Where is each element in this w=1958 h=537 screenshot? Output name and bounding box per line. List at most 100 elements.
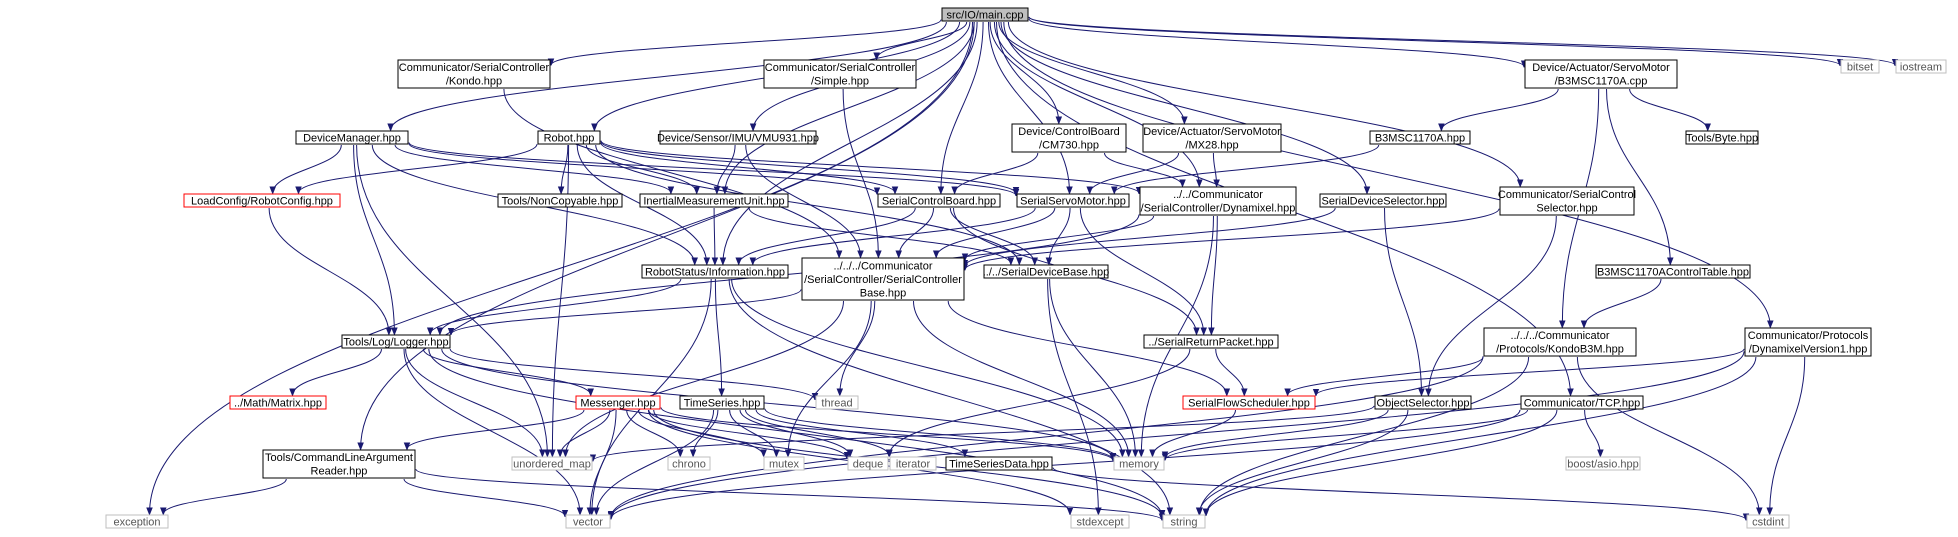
edge-cmdline-to-exception <box>163 478 287 514</box>
dependency-edge <box>965 207 1336 266</box>
node-sdselector[interactable]: SerialDeviceSelector.hpp <box>1319 193 1447 208</box>
node-box-messenger <box>575 395 661 410</box>
node-label-cm730-0: Device/ControlBoard <box>1018 126 1120 138</box>
node-label-bitset-0: bitset <box>1847 61 1873 73</box>
dependency-edge <box>941 21 984 193</box>
edge-timeseries-to-memory <box>764 408 1113 460</box>
node-label-sdbase-0: ../../SerialDeviceBase.hpp <box>983 266 1110 278</box>
edge-b3mhpp-to-servo <box>1114 144 1380 193</box>
dependency-edge <box>299 143 538 193</box>
dependency-edge <box>1584 278 1662 327</box>
dependency-edge <box>739 409 850 456</box>
node-kondob3m[interactable]: ../../../Communicator/Protocols/KondoB3M… <box>1483 327 1637 357</box>
edge-timeseries-to-chrono <box>693 409 719 456</box>
dependency-edge <box>745 409 890 456</box>
node-b3mhpp[interactable]: B3MSC1170A.hpp <box>1369 130 1471 145</box>
node-box-asio <box>1565 456 1641 471</box>
node-scboard[interactable]: SerialControlBoard.hpp <box>877 193 1001 208</box>
node-label-devmgr-0: DeviceManager.hpp <box>303 132 401 144</box>
edge-dxlv1-to-cstdint <box>1770 356 1806 514</box>
edge-main-to-dynamixel <box>993 21 1199 186</box>
node-dynamixel[interactable]: ../../Communicator/SerialController/Dyna… <box>1139 186 1297 216</box>
node-robotcfg[interactable]: LoadConfig/RobotConfig.hpp <box>183 193 341 208</box>
node-devmgr[interactable]: DeviceManager.hpp <box>295 130 409 145</box>
node-box-simple <box>763 59 917 89</box>
node-label-imu-0: Device/Sensor/IMU/VMU931.hpp <box>657 132 819 144</box>
node-imuunit[interactable]: InertialMeasurementUnit.hpp <box>639 193 789 208</box>
node-box-dxlv1 <box>1744 327 1872 357</box>
node-tsdata[interactable]: TimeSeriesData.hpp <box>945 456 1053 471</box>
node-box-deque <box>847 456 889 471</box>
node-label-main-0: src/IO/main.cpp <box>946 9 1023 21</box>
edge-main-to-cm730 <box>989 21 1059 123</box>
node-simple[interactable]: Communicator/SerialController/Simple.hpp <box>763 59 917 89</box>
node-robot[interactable]: Robot.hpp <box>537 130 601 145</box>
node-dxlv1[interactable]: Communicator/Protocols/DynamixelVersion1… <box>1744 327 1872 357</box>
dependency-edge <box>1215 348 1245 395</box>
dependency-edge <box>150 21 973 514</box>
node-objsel[interactable]: ObjectSelector.hpp <box>1374 395 1472 410</box>
dependency-nodes: src/IO/main.cppCommunicator/SerialContro… <box>105 7 1947 529</box>
dependency-edge <box>1441 88 1559 130</box>
dependency-edge <box>600 141 1016 194</box>
node-noncopy[interactable]: Tools/NonCopyable.hpp <box>497 193 623 208</box>
dependency-edge <box>729 409 777 456</box>
edge-retpacket-to-deque <box>889 348 1191 456</box>
node-byte[interactable]: Tools/Byte.hpp <box>1685 130 1759 145</box>
edge-logger-to-matrix <box>293 348 382 395</box>
node-b3mtable[interactable]: B3MSC1170AControlTable.hpp <box>1595 264 1751 279</box>
node-timeseries[interactable]: TimeSeries.hpp <box>679 395 765 410</box>
node-info[interactable]: RobotStatus/Information.hpp <box>641 264 789 279</box>
node-box-tsdata <box>945 456 1053 471</box>
edge-robot-to-scboard <box>600 142 895 193</box>
node-sdbase[interactable]: ../../SerialDeviceBase.hpp <box>983 264 1110 279</box>
node-label-mx28-0: Device/Actuator/ServoMotor <box>1143 126 1281 138</box>
node-tcp[interactable]: Communicator/TCP.hpp <box>1520 395 1644 410</box>
node-b3mcpp[interactable]: Device/Actuator/ServoMotor/B3MSC1170A.cp… <box>1524 59 1678 89</box>
dependency-edge <box>441 348 1113 459</box>
edge-logger-to-unordered_map <box>405 348 543 456</box>
edge-timeseries-to-iterator <box>745 409 890 456</box>
node-memory: memory <box>1113 456 1165 471</box>
node-matrix[interactable]: ../Math/Matrix.hpp <box>229 395 327 410</box>
node-imu[interactable]: Device/Sensor/IMU/VMU931.hpp <box>657 130 819 145</box>
edge-mx28-to-servo <box>1090 152 1180 193</box>
dependency-edge <box>361 21 975 449</box>
dependency-edge <box>611 351 1745 518</box>
node-thread: thread <box>815 395 859 410</box>
dependency-edge <box>1606 88 1671 264</box>
dependency-edge <box>1770 356 1806 514</box>
node-box-tcp <box>1520 395 1644 410</box>
dependency-edge <box>1028 16 1895 65</box>
node-logger[interactable]: Tools/Log/Logger.hpp <box>341 334 451 349</box>
node-vector: vector <box>565 514 611 529</box>
dependency-edge <box>1104 152 1183 186</box>
dependency-edge <box>590 409 617 514</box>
edge-objsel-to-memory <box>1165 409 1389 458</box>
node-retpacket[interactable]: ../SerialReturnPacket.hpp <box>1143 334 1279 349</box>
dependency-edge <box>889 348 1191 456</box>
node-kondo[interactable]: Communicator/SerialController/Kondo.hpp <box>397 59 551 89</box>
edge-scbase-to-memory <box>913 300 1129 456</box>
node-messenger[interactable]: Messenger.hpp <box>575 395 661 410</box>
edge-main-to-devmgr <box>391 21 947 130</box>
node-main[interactable]: src/IO/main.cpp <box>941 7 1029 22</box>
edge-imuunit-to-sdbase <box>748 207 1011 264</box>
edge-objsel-to-unordered_map <box>593 405 1375 461</box>
node-servo[interactable]: SerialServoMotor.hpp <box>1016 193 1130 208</box>
node-cm730[interactable]: Device/ControlBoard/CM730.hpp <box>1011 123 1127 153</box>
dependency-edge <box>551 19 942 65</box>
node-scbase[interactable]: ../../../Communicator/SerialController/S… <box>801 257 965 301</box>
dependency-edge <box>877 21 968 59</box>
edge-messenger-to-deque <box>648 409 847 458</box>
node-stdexcept: stdexcept <box>1070 514 1130 529</box>
edge-kondob3m-to-string <box>1200 356 1530 514</box>
edge-csselector-to-scbase <box>965 208 1500 270</box>
edge-robot-to-sdbase <box>595 144 1020 264</box>
node-box-mx28 <box>1142 123 1282 153</box>
node-mx28[interactable]: Device/Actuator/ServoMotor/MX28.hpp <box>1142 123 1282 153</box>
node-box-b3mhpp <box>1369 130 1471 145</box>
node-sfsched[interactable]: SerialFlowScheduler.hpp <box>1182 395 1316 410</box>
